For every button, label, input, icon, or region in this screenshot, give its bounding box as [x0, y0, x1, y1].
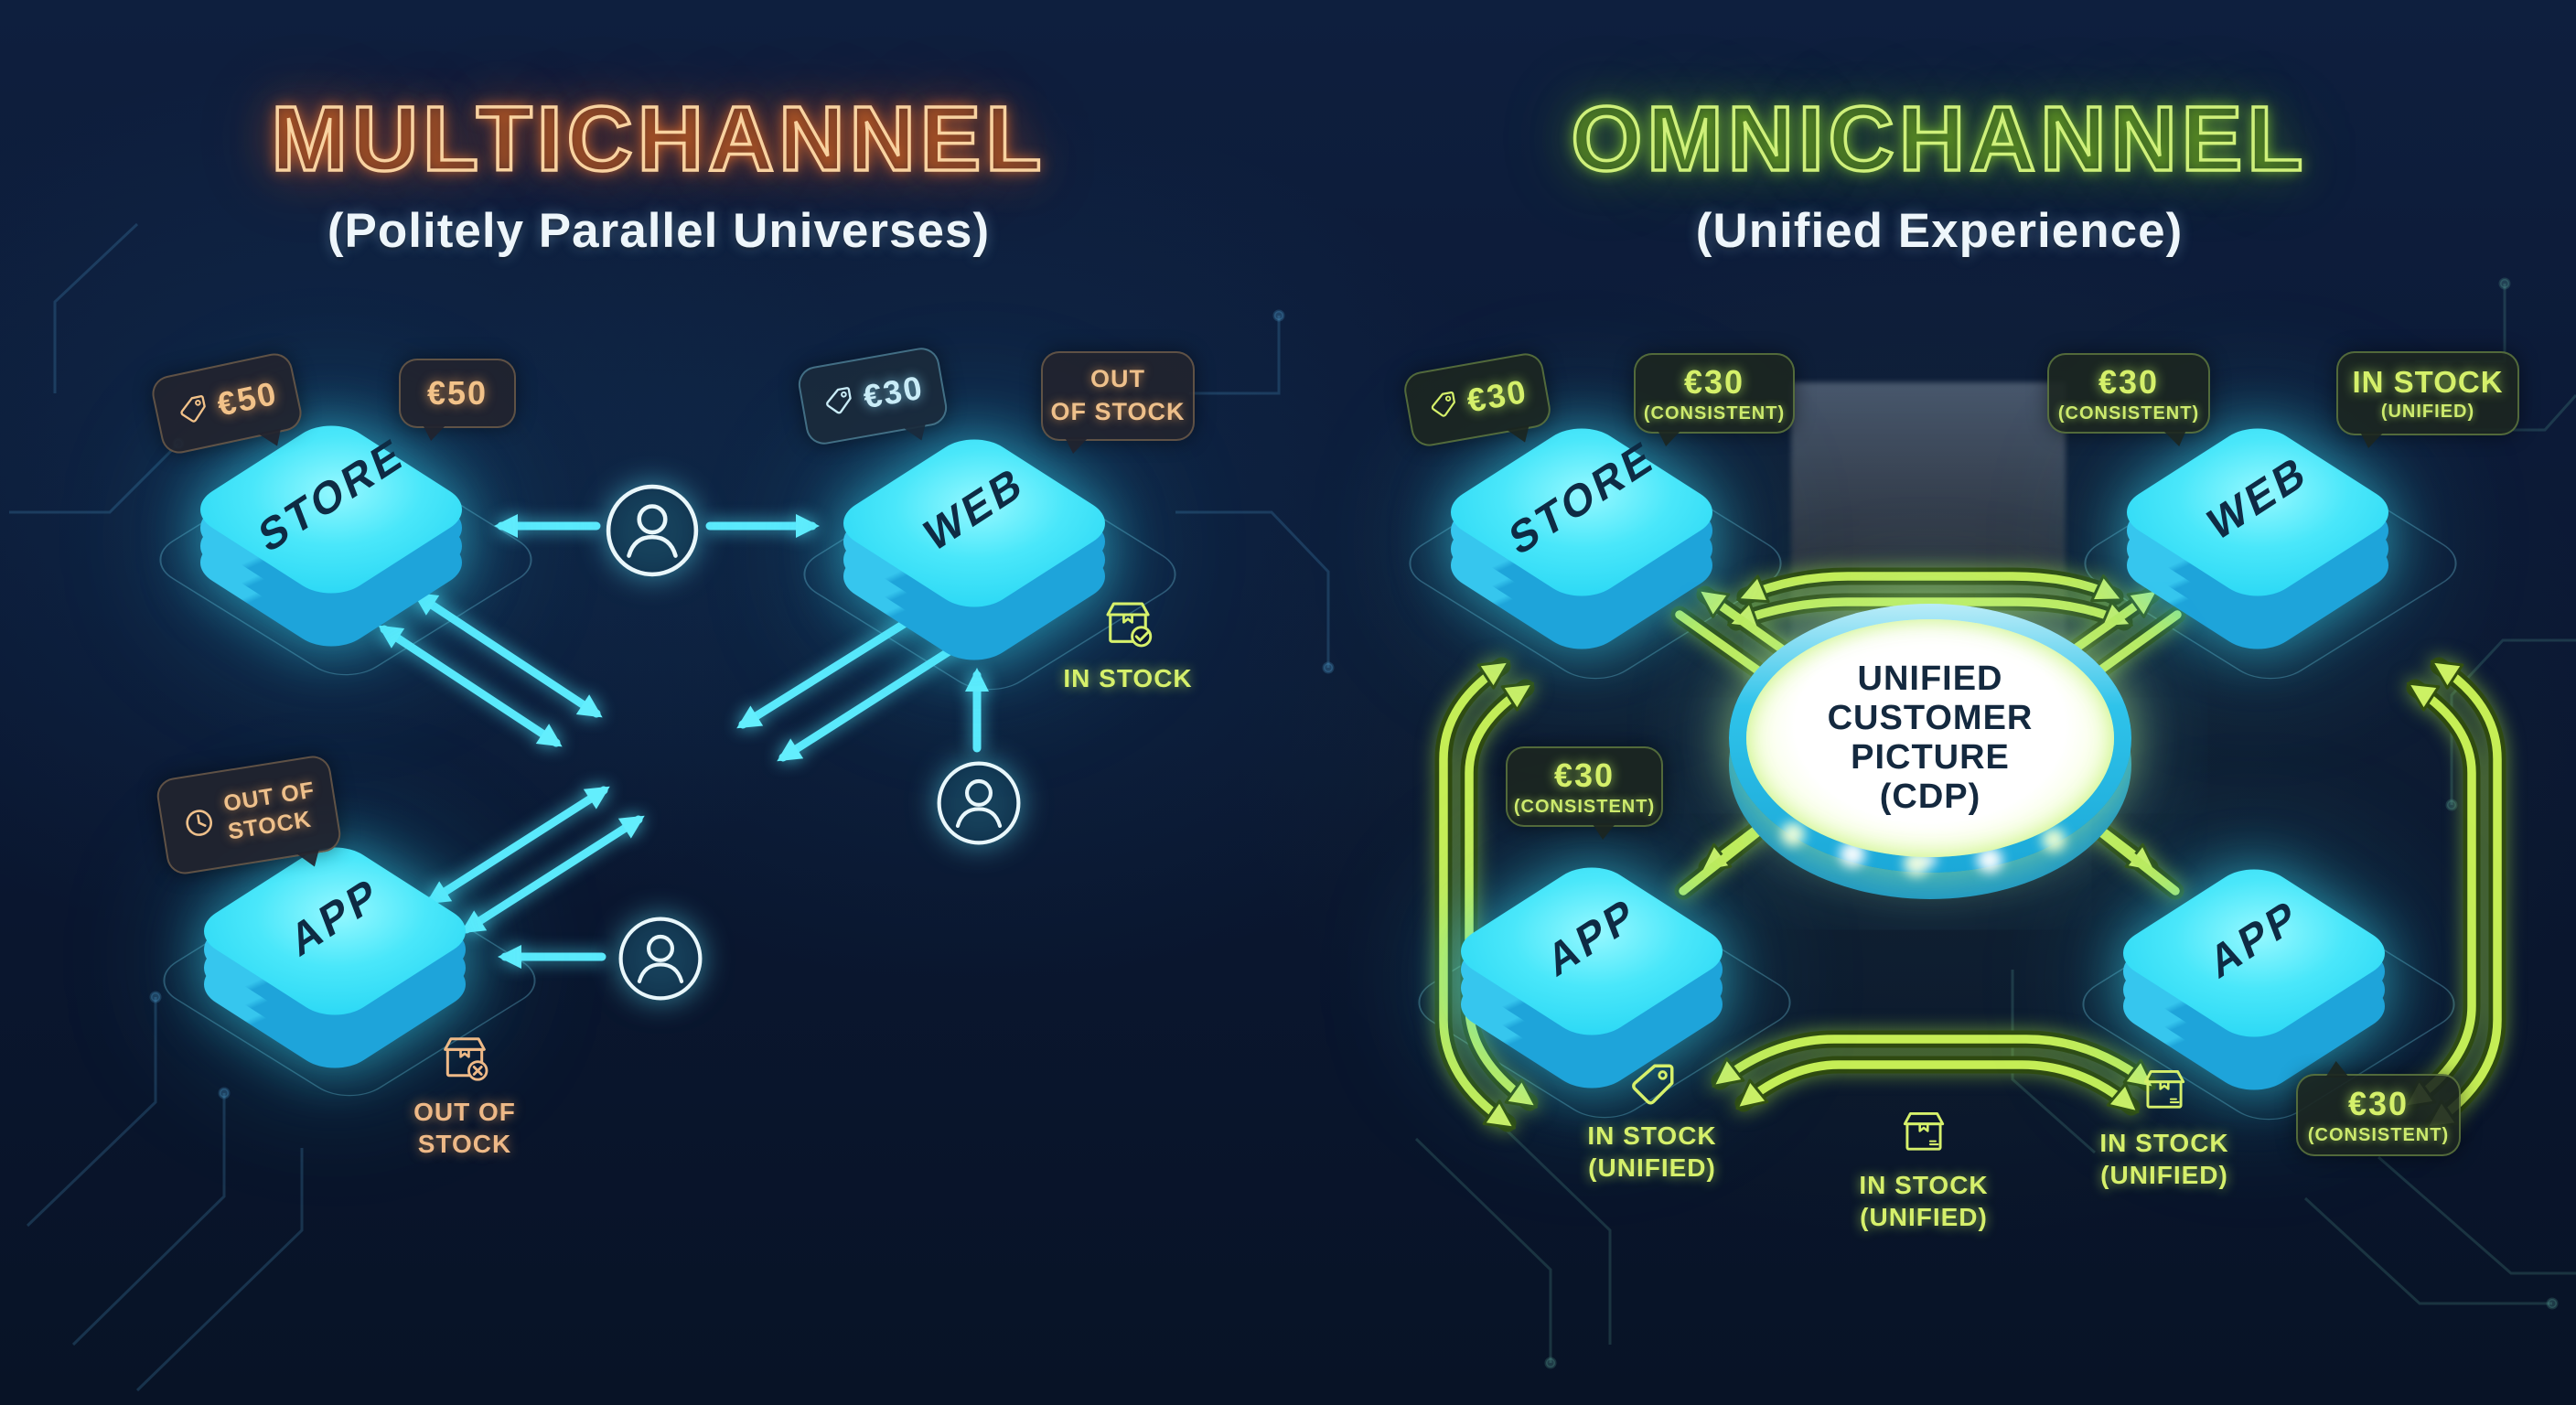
in-stock-unified-label-center: IN STOCK(UNIFIED): [1805, 1105, 2043, 1233]
package-icon: [1903, 1112, 1945, 1151]
web-price-tag-badge: €30: [795, 345, 950, 447]
clock-icon: [186, 810, 212, 836]
web-in-stock-unified-badge: IN STOCK (UNIFIED): [2336, 351, 2519, 448]
left-panel-subtitle: (Politely Parallel Universes): [327, 204, 991, 258]
tag-icon: [826, 387, 852, 414]
in-stock-unified-label-right: IN STOCK(UNIFIED): [2045, 1063, 2283, 1191]
store-price-badge: €50: [399, 359, 516, 441]
in-stock-unified-label-tag: IN STOCK(UNIFIED): [1533, 1059, 1771, 1184]
customer-icon: [617, 915, 704, 1003]
app-right-consistent-price-badge: €30 (CONSISTENT): [2296, 1061, 2461, 1156]
user-icon: [606, 484, 699, 577]
left-panel-title: MULTICHANNEL: [270, 88, 1046, 190]
user-icon: [618, 917, 703, 1001]
right-panel-subtitle: (Unified Experience): [1695, 204, 2184, 258]
app-left-consistent-price-badge: €30 (CONSISTENT): [1506, 746, 1663, 840]
store-price-tag-badge-omni: €30: [1401, 350, 1553, 449]
tag-icon: [180, 395, 206, 423]
customer-icon: [604, 482, 701, 579]
user-icon: [937, 761, 1021, 845]
store-consistent-price-badge: €30 (CONSISTENT): [1634, 353, 1795, 446]
cdp-label: UNIFIED CUSTOMER PICTURE (CDP): [1746, 619, 2114, 857]
package-x-icon: [444, 1037, 488, 1081]
right-panel-title: OMNICHANNEL: [1570, 88, 2308, 190]
web-in-stock-label: IN STOCK: [1009, 595, 1247, 694]
customer-icon: [935, 759, 1023, 847]
package-icon: [2143, 1070, 2185, 1109]
store-price-tag-badge: €50: [148, 349, 306, 457]
web-consistent-price-badge: €30 (CONSISTENT): [2047, 353, 2210, 446]
web-out-of-stock-badge: OUT OF STOCK: [1041, 351, 1195, 454]
tag-icon: [1431, 391, 1455, 417]
tag-icon: [1632, 1064, 1674, 1105]
package-check-icon: [1106, 602, 1153, 648]
